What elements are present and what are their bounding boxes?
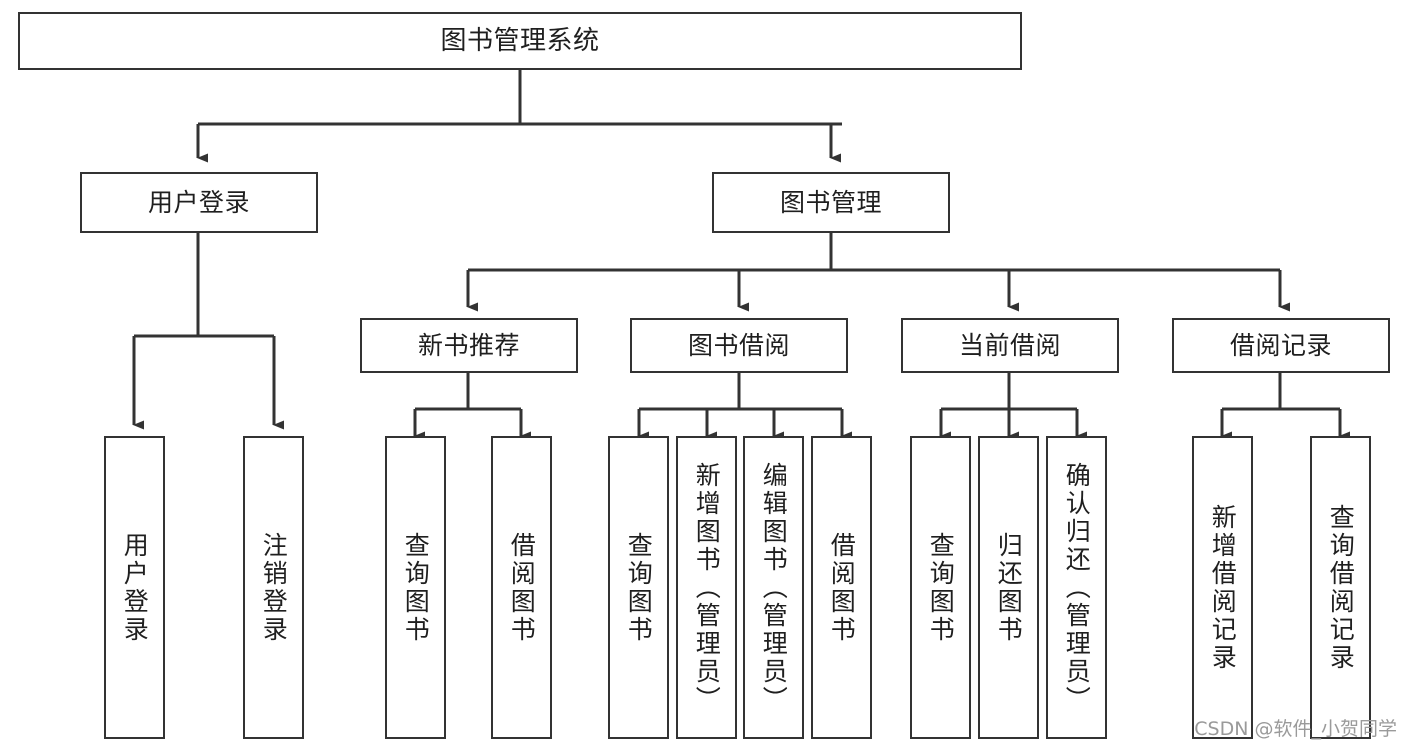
- leaf-record-query-label: 查询借阅记录: [1326, 503, 1356, 672]
- leaf-borrow-borrow-book-label: 借阅图书: [827, 531, 857, 644]
- leaf-recommend-query-book[interactable]: 查询图书: [385, 436, 446, 739]
- leaf-recommend-borrow-book[interactable]: 借阅图书: [491, 436, 552, 739]
- leaf-logout[interactable]: 注销登录: [243, 436, 304, 739]
- leaf-borrow-borrow-book[interactable]: 借阅图书: [811, 436, 872, 739]
- leaf-current-query-book-label: 查询图书: [926, 531, 956, 644]
- node-book-borrow-label: 图书借阅: [687, 330, 790, 360]
- node-current-borrow-label: 当前借阅: [958, 330, 1061, 360]
- leaf-recommend-query-book-label: 查询图书: [401, 531, 431, 644]
- leaf-record-add-label: 新增借阅记录: [1208, 503, 1238, 672]
- leaf-borrow-query-book-label: 查询图书: [624, 531, 654, 644]
- leaf-borrow-add-book[interactable]: 新增图书（管理员）: [676, 436, 737, 739]
- leaf-borrow-edit-book-label: 编辑图书（管理员）: [759, 461, 789, 714]
- node-book-manage-label: 图书管理: [779, 187, 882, 217]
- leaf-current-query-book[interactable]: 查询图书: [910, 436, 971, 739]
- node-new-book-recommend-label: 新书推荐: [417, 330, 520, 360]
- node-book-manage[interactable]: 图书管理: [712, 172, 950, 233]
- leaf-user-login-label: 用户登录: [120, 531, 150, 644]
- node-root[interactable]: 图书管理系统: [18, 12, 1022, 70]
- leaf-user-login[interactable]: 用户登录: [104, 436, 165, 739]
- leaf-record-add[interactable]: 新增借阅记录: [1192, 436, 1253, 739]
- leaf-logout-label: 注销登录: [259, 531, 289, 644]
- leaf-current-return-book-label: 归还图书: [994, 531, 1024, 644]
- leaf-borrow-query-book[interactable]: 查询图书: [608, 436, 669, 739]
- node-borrow-record-label: 借阅记录: [1229, 330, 1332, 360]
- node-root-label: 图书管理系统: [440, 25, 600, 56]
- leaf-current-return-book[interactable]: 归还图书: [978, 436, 1039, 739]
- leaf-record-query[interactable]: 查询借阅记录: [1310, 436, 1371, 739]
- leaf-recommend-borrow-book-label: 借阅图书: [507, 531, 537, 644]
- leaf-borrow-edit-book[interactable]: 编辑图书（管理员）: [743, 436, 804, 739]
- node-borrow-record[interactable]: 借阅记录: [1172, 318, 1390, 373]
- node-user-login[interactable]: 用户登录: [80, 172, 318, 233]
- node-book-borrow[interactable]: 图书借阅: [630, 318, 848, 373]
- leaf-current-confirm-return[interactable]: 确认归还（管理员）: [1046, 436, 1107, 739]
- node-user-login-label: 用户登录: [147, 187, 250, 217]
- leaf-current-confirm-return-label: 确认归还（管理员）: [1062, 461, 1092, 714]
- node-new-book-recommend[interactable]: 新书推荐: [360, 318, 578, 373]
- watermark: CSDN @软件_小贺同学: [1194, 718, 1397, 740]
- node-current-borrow[interactable]: 当前借阅: [901, 318, 1119, 373]
- leaf-borrow-add-book-label: 新增图书（管理员）: [692, 461, 722, 714]
